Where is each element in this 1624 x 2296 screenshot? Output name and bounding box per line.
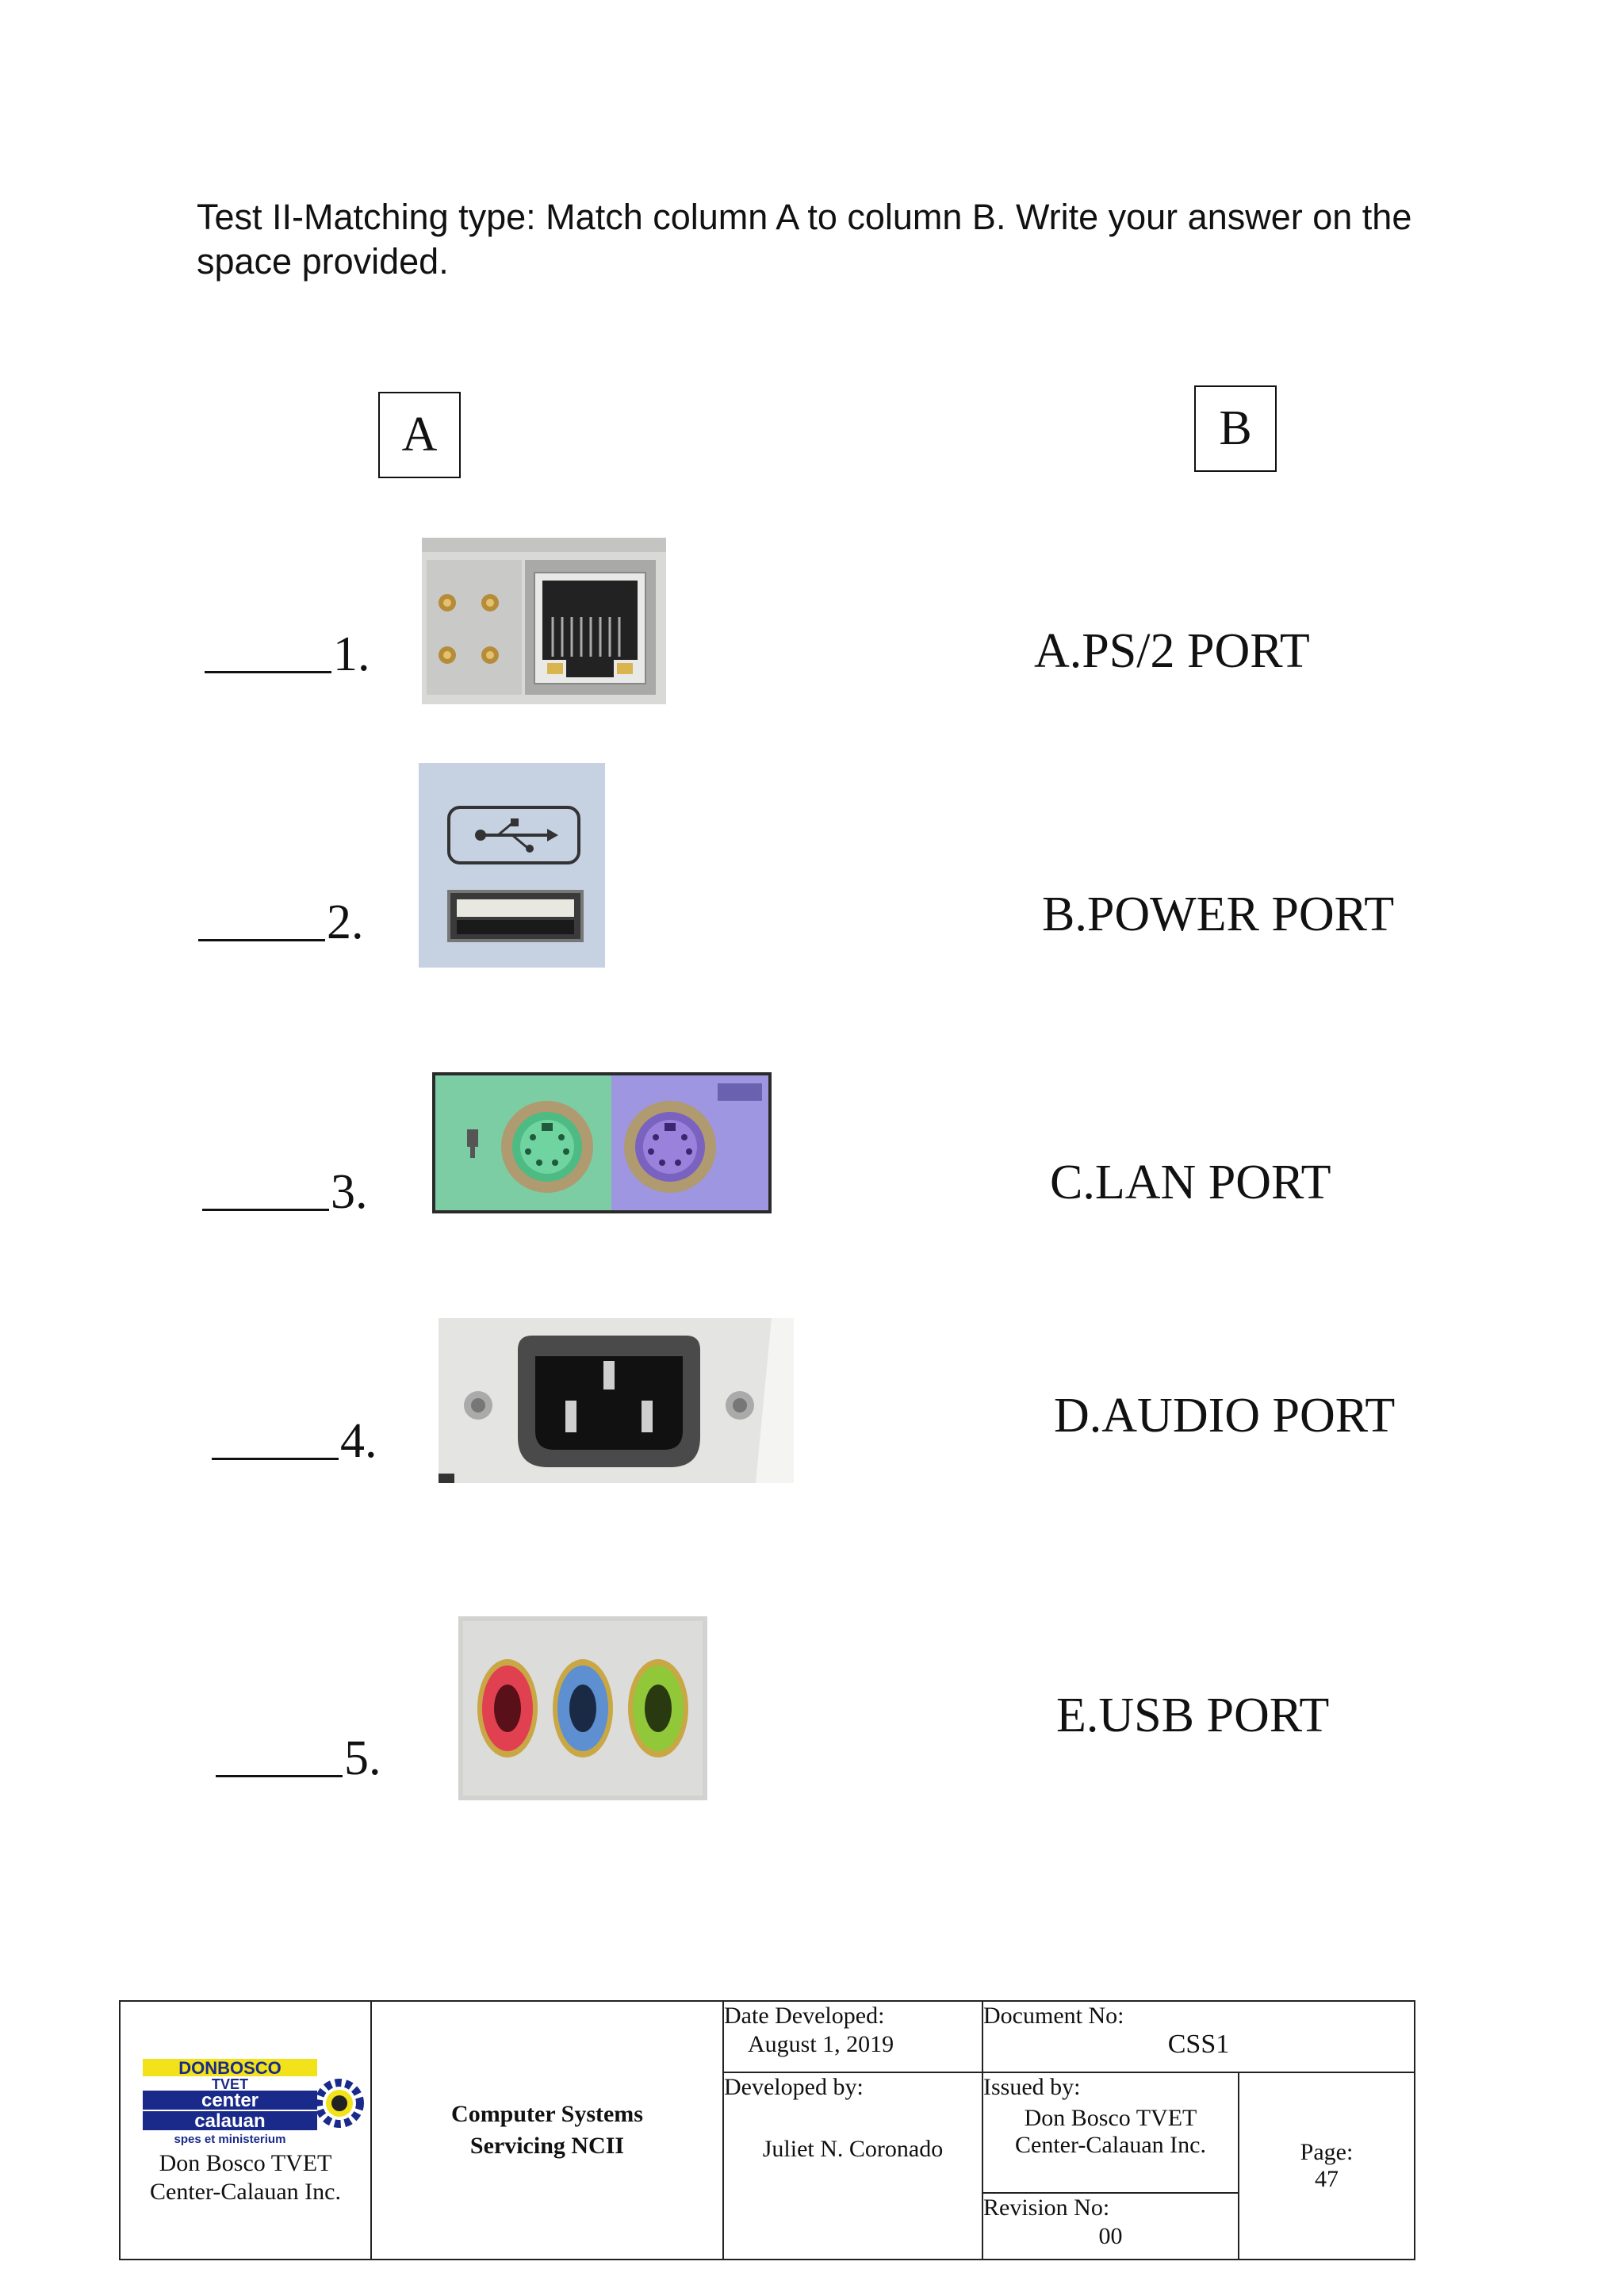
svg-text:calauan: calauan [194, 2110, 265, 2132]
choice-c: C.LAN PORT [1050, 1156, 1331, 1209]
date-developed-cell: Date Developed: August 1, 2019 [722, 2000, 983, 2073]
svg-text:spes et ministerium: spes et ministerium [174, 2133, 285, 2146]
don-bosco-logo-icon: DONBOSCO TVET center calauan spes et min… [142, 2058, 364, 2146]
svg-text:TVET: TVET [211, 2076, 247, 2092]
ps2-port-image [432, 1072, 772, 1213]
document-no-cell: Document No: CSS1 [982, 2000, 1415, 2073]
power-port-image [439, 1318, 794, 1483]
choice-e: E.USB PORT [1056, 1688, 1330, 1742]
answer-blank-4[interactable]: 4. [212, 1413, 377, 1470]
revision-no-cell: Revision No: 00 [982, 2192, 1239, 2260]
choice-d: D.AUDIO PORT [1054, 1389, 1396, 1443]
developed-by-cell: Developed by: Juliet N. Coronado [722, 2072, 983, 2260]
instruction-text: Test II-Matching type: Match column A to… [197, 197, 1412, 282]
choice-a: A.PS/2 PORT [1034, 624, 1310, 678]
answer-blank-3[interactable]: 3. [202, 1164, 368, 1221]
svg-text:DONBOSCO: DONBOSCO [178, 2058, 282, 2078]
issued-by-cell: Issued by: Don Bosco TVET Center-Calauan… [982, 2072, 1239, 2194]
column-a-label: A [378, 392, 461, 478]
choice-b: B.POWER PORT [1042, 887, 1395, 941]
logo-cell: DONBOSCO TVET center calauan spes et min… [119, 2000, 372, 2260]
answer-blank-5[interactable]: 5. [216, 1731, 381, 1787]
svg-text:center: center [201, 2090, 258, 2111]
lan-port-image [422, 538, 666, 704]
org-name: Don Bosco TVET Center-Calauan Inc. [150, 2150, 341, 2205]
audio-port-image [458, 1616, 707, 1800]
answer-blank-2[interactable]: 2. [198, 895, 364, 951]
answer-blank-1[interactable]: 1. [205, 627, 370, 683]
usb-port-image [419, 763, 605, 968]
document-footer-table: DONBOSCO TVET center calauan spes et min… [119, 2000, 1415, 2260]
column-b-label: B [1194, 385, 1277, 472]
page-cell: Page: 47 [1238, 2072, 1415, 2260]
course-title: Computer Systems Servicing NCII [370, 2000, 724, 2260]
